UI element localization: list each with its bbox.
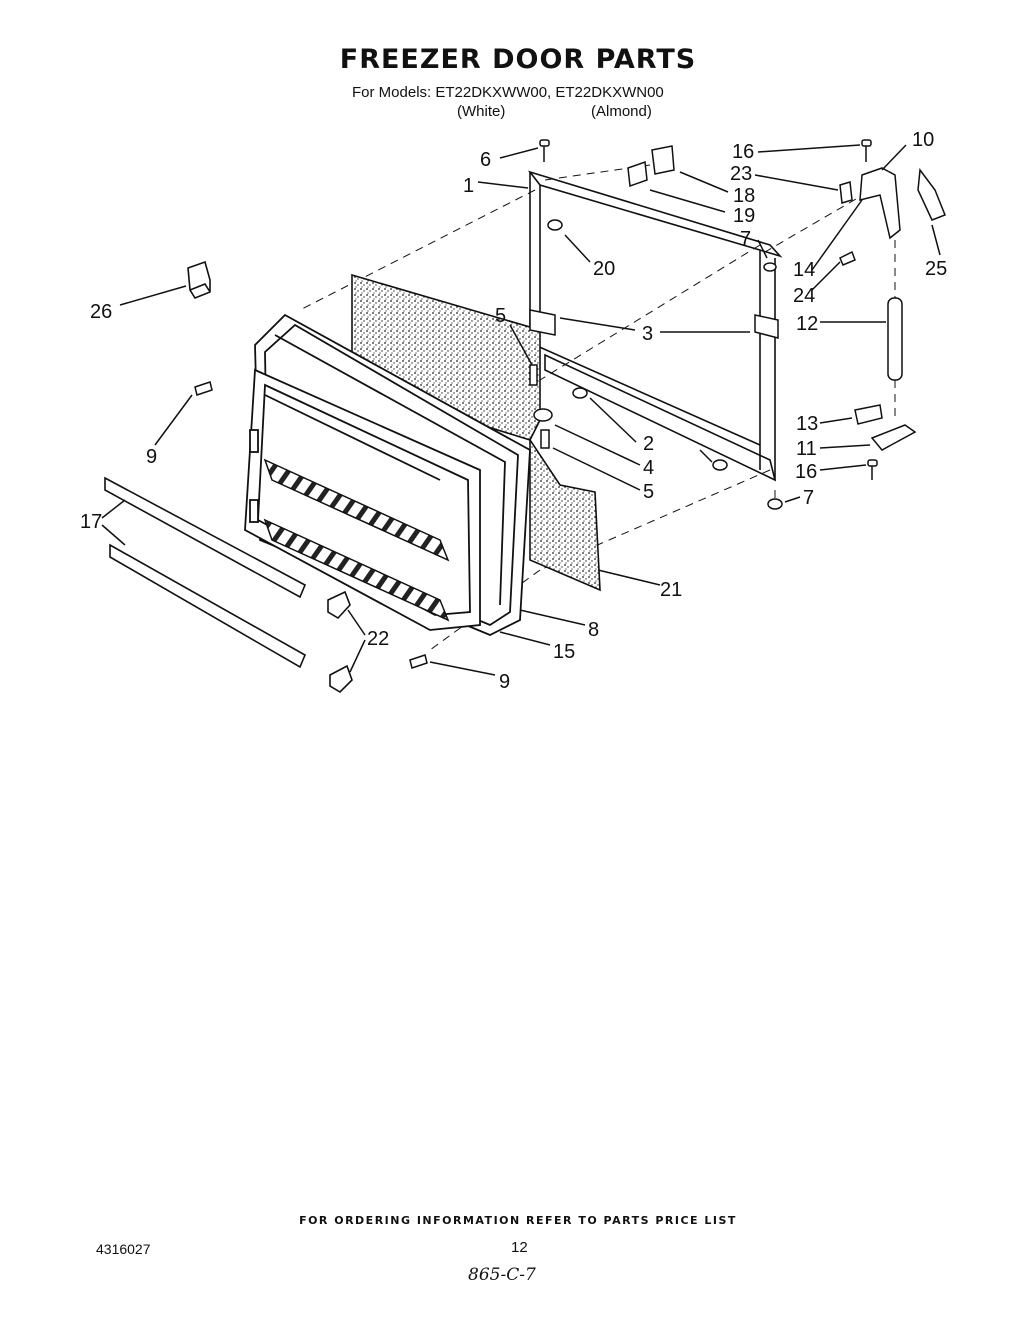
callout-15: 15 bbox=[553, 641, 575, 663]
callout-12: 12 bbox=[796, 313, 818, 335]
door-liner bbox=[244, 368, 481, 631]
page-title: FREEZER DOOR PARTS bbox=[339, 44, 697, 75]
callout-9-bottom: 9 bbox=[499, 671, 510, 693]
callout-19: 19 bbox=[733, 205, 755, 227]
callout-labels: 1 2 3 4 5 5 6 7 7 8 9 9 10 11 12 13 14 1… bbox=[80, 129, 947, 693]
color-almond: (Almond) bbox=[591, 103, 652, 120]
callout-16-upper: 16 bbox=[732, 141, 754, 163]
callout-5-lower: 5 bbox=[643, 481, 654, 503]
leader-lines bbox=[101, 144, 941, 676]
callout-2: 2 bbox=[643, 433, 654, 455]
callout-16-lower: 16 bbox=[795, 461, 817, 483]
callout-14: 14 bbox=[793, 259, 815, 281]
rail-end-caps bbox=[327, 590, 353, 694]
callout-20: 20 bbox=[593, 258, 615, 280]
callout-10: 10 bbox=[912, 129, 934, 151]
ordering-note: FOR ORDERING INFORMATION REFER TO PARTS … bbox=[299, 1214, 737, 1227]
callout-9-left: 9 bbox=[146, 446, 157, 468]
callout-26: 26 bbox=[90, 301, 112, 323]
callout-8: 8 bbox=[588, 619, 599, 641]
callout-6: 6 bbox=[480, 149, 491, 171]
callout-7-upper: 7 bbox=[740, 228, 751, 250]
callout-3: 3 bbox=[642, 323, 653, 345]
color-white: (White) bbox=[457, 103, 506, 120]
hardware bbox=[194, 139, 946, 669]
callout-11: 11 bbox=[796, 438, 817, 460]
callout-24: 24 bbox=[793, 285, 815, 307]
handwritten-note: 865-C-7 bbox=[468, 1265, 536, 1285]
callout-23: 23 bbox=[730, 163, 752, 185]
clip-part bbox=[187, 260, 211, 299]
callout-5-upper: 5 bbox=[495, 305, 506, 327]
callout-13: 13 bbox=[796, 413, 818, 435]
callout-17: 17 bbox=[80, 511, 102, 533]
callout-22: 22 bbox=[367, 628, 389, 650]
part-number: 4316027 bbox=[96, 1241, 151, 1257]
callout-7-lower: 7 bbox=[803, 487, 814, 509]
upper-shelf bbox=[263, 458, 450, 562]
callout-18: 18 bbox=[733, 185, 755, 207]
callout-25: 25 bbox=[925, 258, 947, 280]
callout-4: 4 bbox=[643, 457, 654, 479]
model-numbers: For Models: ET22DKXWW00, ET22DKXWN00 bbox=[352, 84, 664, 101]
shelf-rails bbox=[104, 476, 307, 669]
lower-shelf bbox=[263, 518, 450, 622]
callout-1: 1 bbox=[463, 175, 474, 197]
callout-21: 21 bbox=[660, 579, 682, 601]
page-number: 12 bbox=[511, 1239, 528, 1256]
door-frame bbox=[527, 170, 783, 482]
